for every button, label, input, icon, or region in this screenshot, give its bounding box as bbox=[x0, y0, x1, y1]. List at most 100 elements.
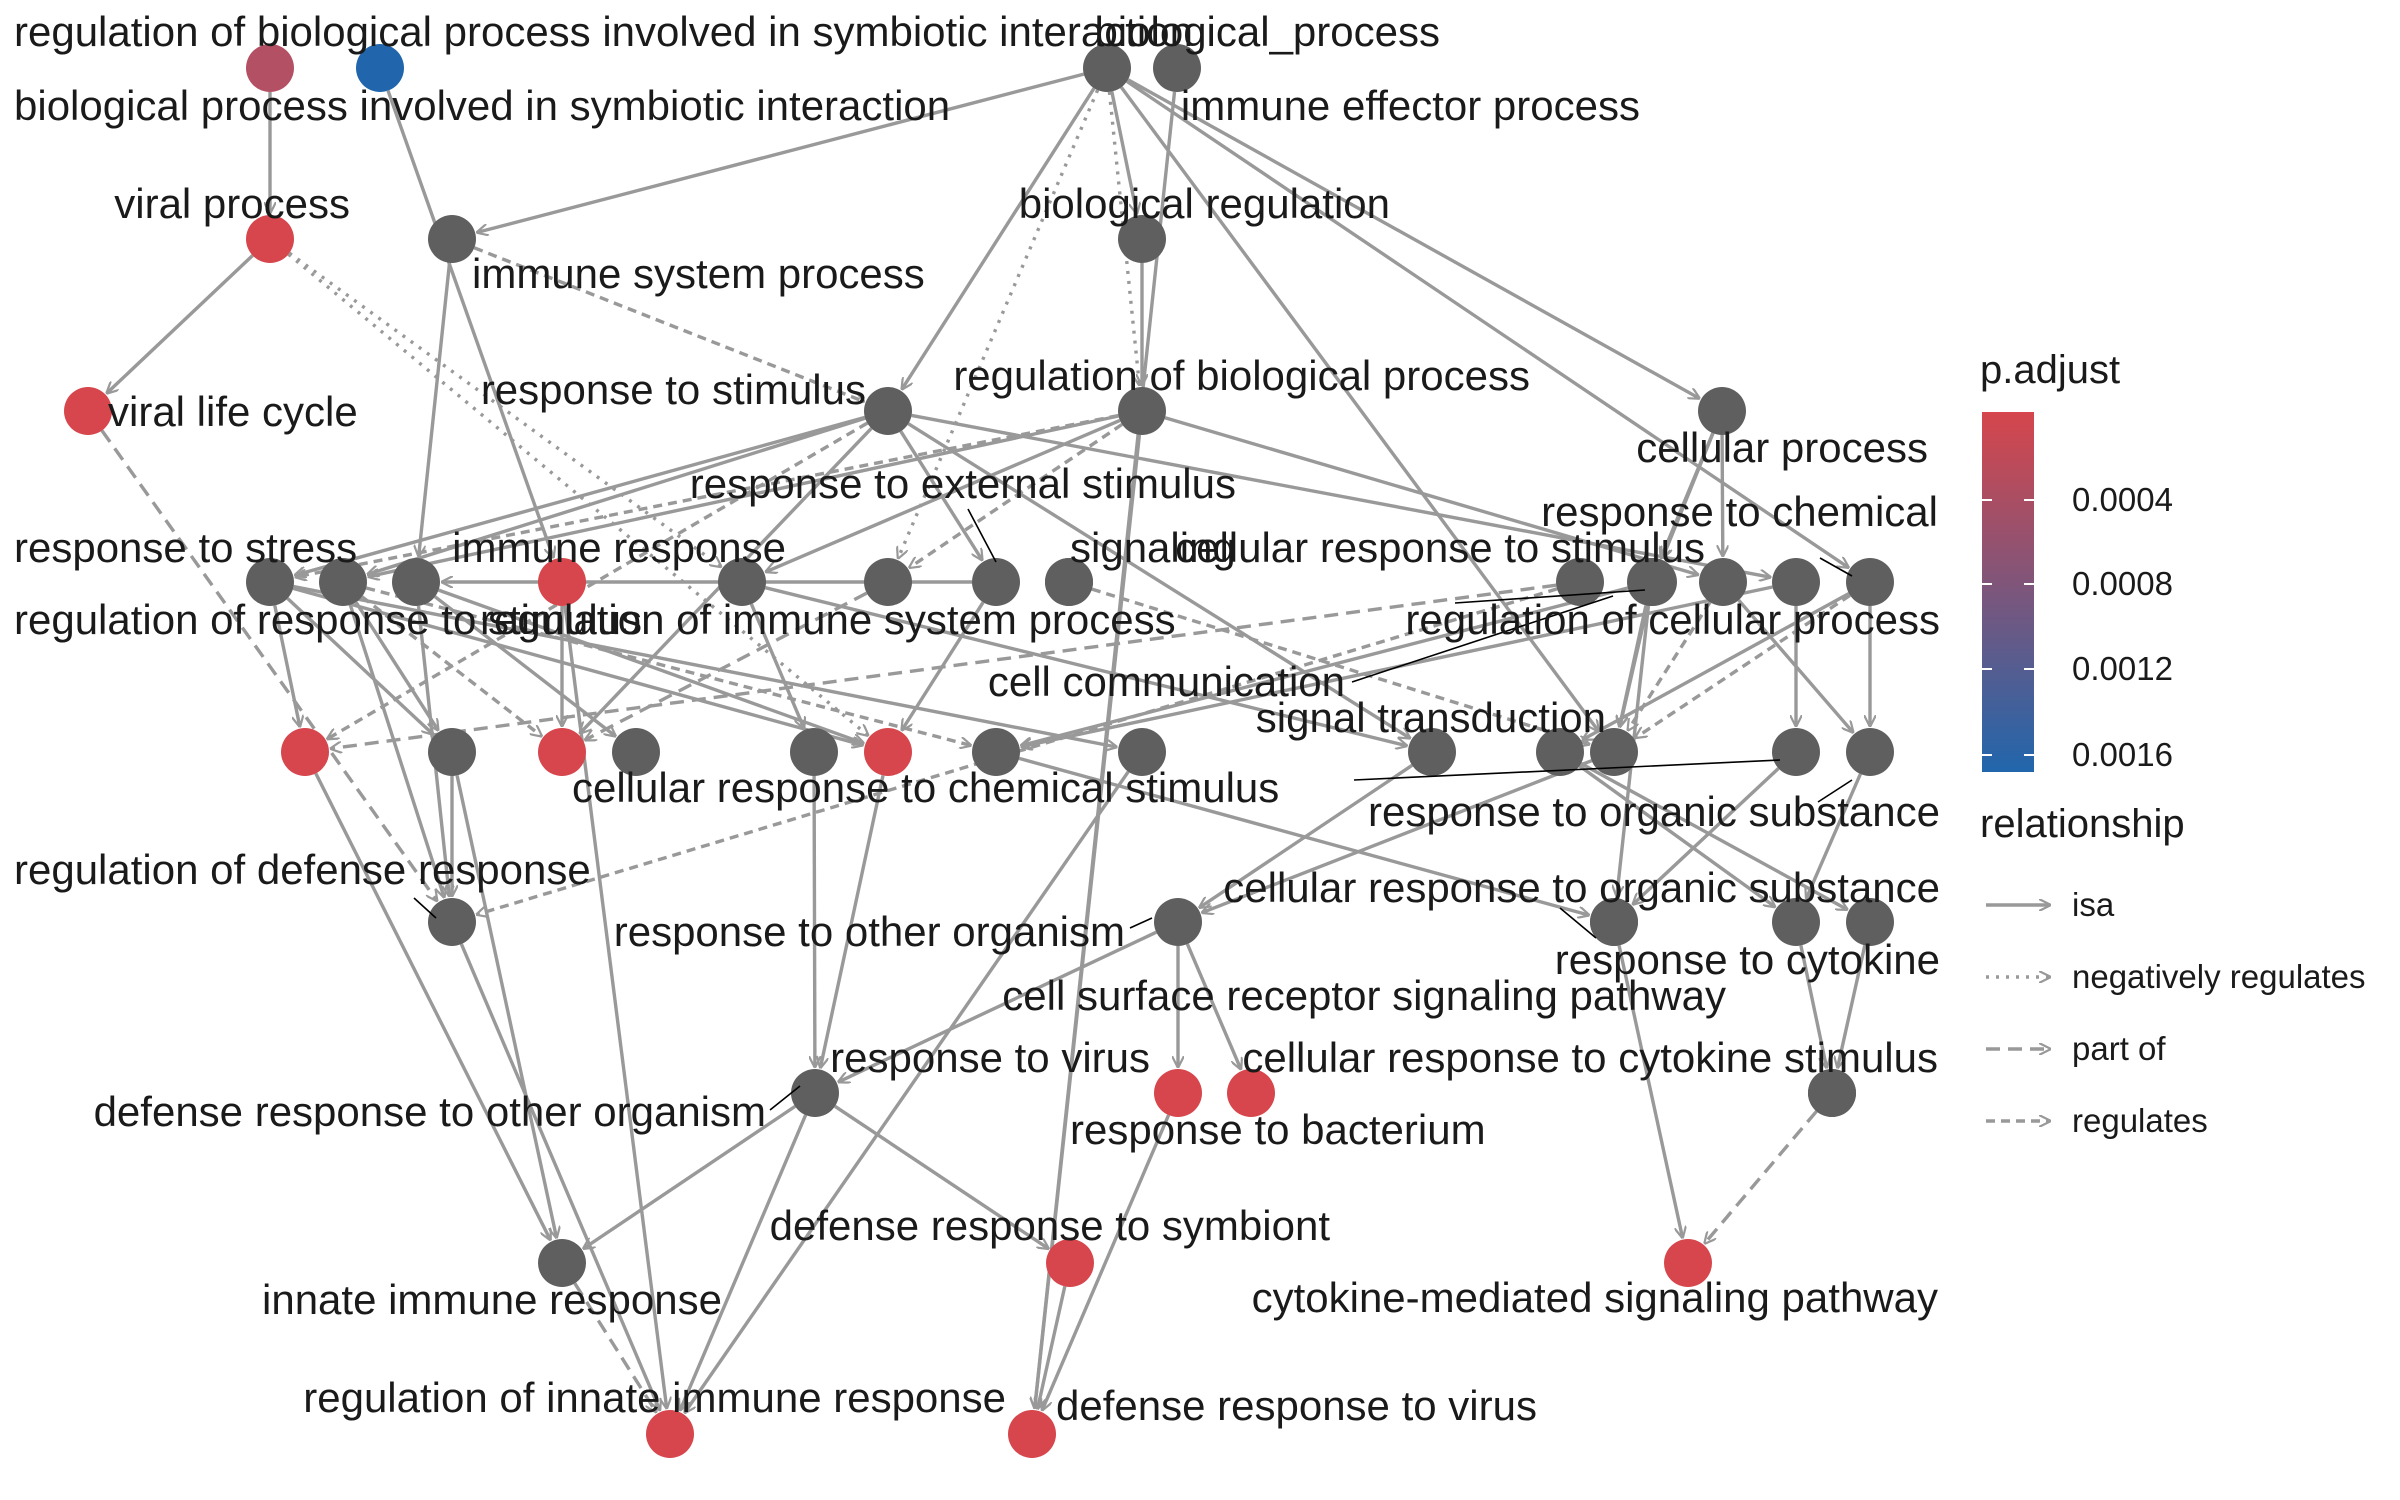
edge-regulates bbox=[1636, 593, 1851, 737]
go-term-node bbox=[1846, 558, 1894, 606]
go-term-label: defense response to symbiont bbox=[770, 1202, 1331, 1249]
edge-isa bbox=[292, 586, 863, 745]
edge-isa bbox=[766, 418, 1121, 571]
edge-isa bbox=[911, 413, 1771, 577]
go-term-node bbox=[1153, 44, 1201, 92]
go-term-label: cell communication bbox=[988, 658, 1345, 705]
go-term-node bbox=[972, 558, 1020, 606]
go-term-node bbox=[428, 215, 476, 263]
edge-isa bbox=[1633, 767, 1780, 904]
edge-isa bbox=[1617, 945, 1682, 1238]
edge-isa bbox=[1799, 945, 1827, 1068]
legend-color-title: p.adjust bbox=[1980, 348, 2120, 392]
go-term-node bbox=[356, 44, 404, 92]
go-term-node bbox=[538, 558, 586, 606]
go-term-label: biological regulation bbox=[1019, 180, 1390, 227]
edge-regulates bbox=[296, 413, 1119, 577]
color-tick-label: 0.0004 bbox=[2072, 481, 2173, 518]
edge-part-of bbox=[585, 591, 868, 740]
go-term-node bbox=[1846, 898, 1894, 946]
go-term-label: regulation of cellular process bbox=[1405, 596, 1940, 643]
edge-isa bbox=[902, 87, 1096, 389]
edge-isa bbox=[368, 414, 1119, 577]
go-term-node bbox=[1664, 1239, 1712, 1287]
go-term-label: biological process involved in symbiotic… bbox=[14, 82, 950, 129]
go-term-node bbox=[428, 728, 476, 776]
go-term-label: regulation of innate immune response bbox=[303, 1374, 1006, 1421]
go-term-node bbox=[1227, 1069, 1275, 1117]
edge-regulates bbox=[1091, 587, 1589, 744]
go-term-node bbox=[392, 558, 440, 606]
go-term-node bbox=[864, 387, 912, 435]
go-term-node bbox=[646, 1410, 694, 1458]
go-term-label: regulation of biological process involve… bbox=[14, 8, 1193, 55]
label-leader-line bbox=[1819, 557, 1853, 577]
edge-isa bbox=[1202, 759, 1593, 913]
edge-isa bbox=[814, 775, 815, 1067]
go-term-label: signaling bbox=[1070, 524, 1236, 571]
go-term-label: immune response bbox=[452, 524, 786, 571]
edge-isa bbox=[419, 262, 452, 556]
go-term-node bbox=[319, 558, 367, 606]
go-term-node bbox=[1629, 558, 1677, 606]
legend-relationship-title: relationship bbox=[1980, 802, 2185, 846]
go-term-label: cytokine-mediated signaling pathway bbox=[1252, 1274, 1938, 1321]
legend-label-isa: isa bbox=[2072, 886, 2115, 923]
edge-isa bbox=[386, 90, 553, 558]
go-term-node bbox=[1046, 1239, 1094, 1287]
go-term-label: cellular response to cytokine stimulus bbox=[1242, 1034, 1938, 1081]
go-term-label: biological_process bbox=[1094, 8, 1440, 55]
go-term-node bbox=[538, 1239, 586, 1287]
node-layer bbox=[64, 44, 1894, 1458]
edge-isa bbox=[1737, 599, 1853, 732]
go-term-node bbox=[1590, 898, 1638, 946]
label-leader-line bbox=[1817, 779, 1853, 803]
edge-part-of bbox=[1705, 1110, 1818, 1243]
edge-isa bbox=[834, 1104, 1048, 1248]
go-term-label: regulation of biological process bbox=[953, 352, 1530, 399]
go-term-label: response to stress bbox=[14, 524, 357, 571]
edge-isa bbox=[820, 775, 885, 1068]
edge-isa bbox=[438, 588, 864, 743]
edge-regulates bbox=[477, 587, 1558, 915]
edge-part-of bbox=[100, 429, 437, 901]
go-term-node bbox=[1083, 44, 1131, 92]
legend-label-part-of: part of bbox=[2072, 1030, 2166, 1067]
go-term-node bbox=[1808, 1069, 1856, 1117]
go-term-node bbox=[1045, 558, 1093, 606]
edge-isa bbox=[1838, 945, 1867, 1067]
edge-isa bbox=[286, 597, 434, 734]
color-bar bbox=[1982, 412, 2034, 772]
edge-isa bbox=[839, 930, 1158, 1082]
go-term-label: viral life cycle bbox=[108, 388, 358, 435]
go-term-node bbox=[1118, 215, 1166, 263]
label-leader-line bbox=[413, 897, 437, 919]
go-term-node bbox=[1698, 387, 1746, 435]
edge-isa bbox=[1806, 773, 1862, 898]
go-term-node bbox=[791, 1069, 839, 1117]
edge-isa bbox=[477, 72, 1085, 232]
edge-isa bbox=[680, 1114, 808, 1410]
edge-isa bbox=[1663, 432, 1715, 558]
go-term-node bbox=[246, 215, 294, 263]
go-term-node bbox=[864, 728, 912, 776]
go-term-label: cellular process bbox=[1636, 424, 1928, 471]
go-term-label: response to virus bbox=[830, 1034, 1150, 1081]
go-term-node bbox=[612, 728, 660, 776]
go-term-node bbox=[972, 728, 1020, 776]
go-term-node bbox=[1408, 728, 1456, 776]
go-term-label: response to organic substance bbox=[1368, 788, 1940, 835]
go-term-label: cellular response to organic substance bbox=[1223, 864, 1940, 911]
edge-isa bbox=[1578, 764, 1775, 907]
go-term-label: signal transduction bbox=[1256, 694, 1606, 741]
edge-isa bbox=[584, 1104, 797, 1248]
go-term-node bbox=[1118, 728, 1166, 776]
edge-regulates bbox=[360, 595, 542, 736]
go-term-node bbox=[1772, 898, 1820, 946]
edge-isa bbox=[293, 584, 1117, 747]
go-term-node bbox=[1008, 1410, 1056, 1458]
edge-part-of bbox=[331, 583, 1557, 748]
edge-isa bbox=[764, 586, 1407, 746]
go-term-label: innate immune response bbox=[262, 1276, 722, 1323]
